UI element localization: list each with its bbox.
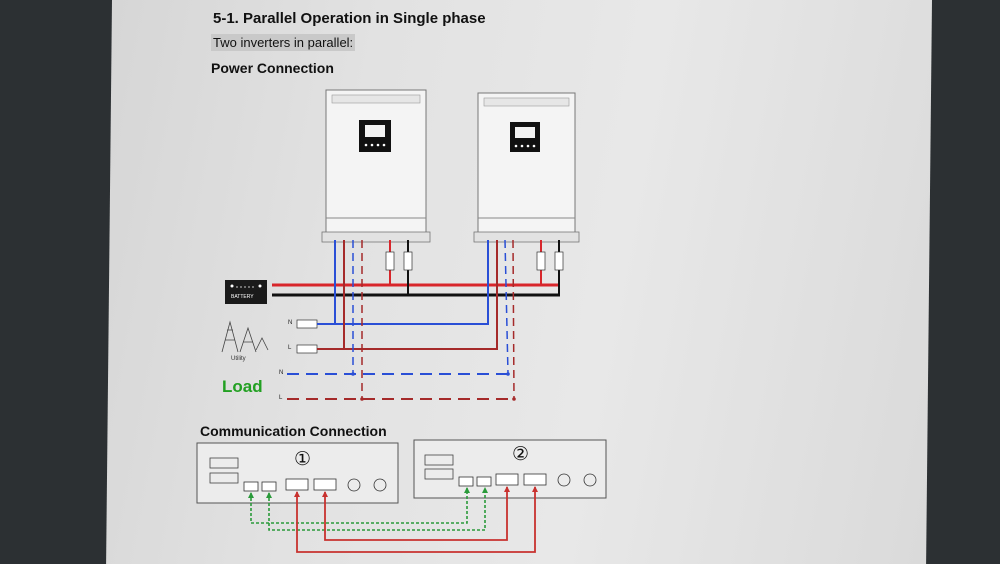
utility-n-label: N <box>288 320 293 326</box>
communication-connection-heading: Communication Connection <box>200 423 387 439</box>
battery-label: BATTERY <box>231 294 254 300</box>
unit-1-number: ① <box>294 449 312 470</box>
battery-icon <box>225 280 267 304</box>
utility-label: Utility <box>231 356 246 362</box>
lcd-display-icon <box>359 120 391 152</box>
comm-cables <box>248 486 538 553</box>
utility-tower-icon <box>221 320 269 353</box>
lcd-display-icon <box>510 122 540 152</box>
comm-panel-2 <box>413 439 607 499</box>
load-l-label: L <box>279 395 283 401</box>
unit-2-number: ② <box>512 444 530 465</box>
load-wires <box>287 239 516 401</box>
subtitle: Two inverters in parallel: <box>211 34 356 51</box>
section-title: 5-1. Parallel Operation in Single phase <box>213 10 486 27</box>
utility-breaker-n <box>296 319 318 329</box>
inverter-2 <box>473 92 580 243</box>
battery-wires <box>272 240 564 297</box>
load-label: Load <box>222 377 263 396</box>
inverter-1 <box>321 89 431 243</box>
utility-l-label: L <box>288 345 292 351</box>
utility-breaker-l <box>296 344 318 354</box>
power-connection-heading: Power Connection <box>211 60 334 76</box>
load-n-label: N <box>279 370 284 376</box>
utility-wires <box>317 240 498 350</box>
